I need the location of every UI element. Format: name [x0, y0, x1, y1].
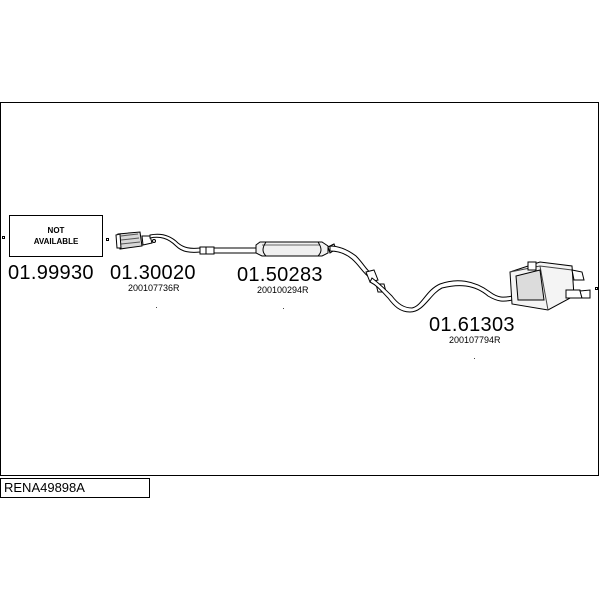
- leader-dot: [474, 358, 475, 359]
- leader-dot: [283, 308, 284, 309]
- oem-number-2: 200107736R: [128, 283, 180, 293]
- reference-code: RENA49898A: [0, 478, 150, 498]
- oem-number-4: 200107794R: [449, 335, 501, 345]
- frame-marker-right: [595, 287, 598, 290]
- diagram-frame: [0, 102, 599, 476]
- rear-silencer-part[interactable]: [365, 261, 591, 313]
- part-number-3[interactable]: 01.50283: [237, 264, 323, 286]
- oem-number-3: 200100294R: [257, 285, 309, 295]
- front-pipe-catalyst-part[interactable]: [115, 231, 201, 253]
- part-number-2[interactable]: 01.30020: [110, 262, 196, 284]
- not-available-marker: [106, 238, 109, 241]
- not-available-box[interactable]: NOT AVAILABLE: [9, 215, 103, 257]
- part-number-4[interactable]: 01.61303: [429, 314, 515, 336]
- frame-marker-left: [2, 236, 5, 239]
- leader-dot: [156, 307, 157, 308]
- part-number-1[interactable]: 01.99930: [8, 262, 94, 284]
